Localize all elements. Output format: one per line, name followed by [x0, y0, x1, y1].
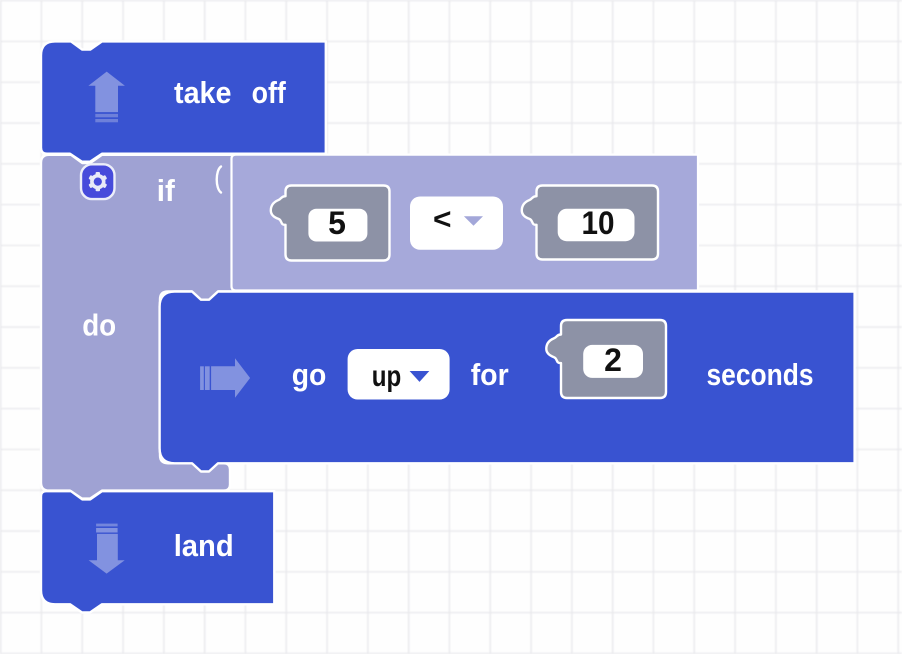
- svg-text:up: up: [372, 360, 402, 393]
- svg-text:10: 10: [582, 205, 615, 241]
- svg-text:2: 2: [604, 342, 622, 378]
- svg-text:go: go: [292, 357, 327, 392]
- svg-text:seconds: seconds: [707, 357, 814, 392]
- svg-text:land: land: [174, 528, 234, 563]
- svg-text:if: if: [157, 173, 176, 208]
- svg-text:take: take: [174, 75, 232, 110]
- svg-text:do: do: [82, 308, 116, 343]
- svg-text:<: <: [433, 203, 452, 236]
- svg-text:off: off: [252, 75, 287, 110]
- svg-text:for: for: [471, 357, 509, 392]
- svg-text:5: 5: [328, 205, 346, 241]
